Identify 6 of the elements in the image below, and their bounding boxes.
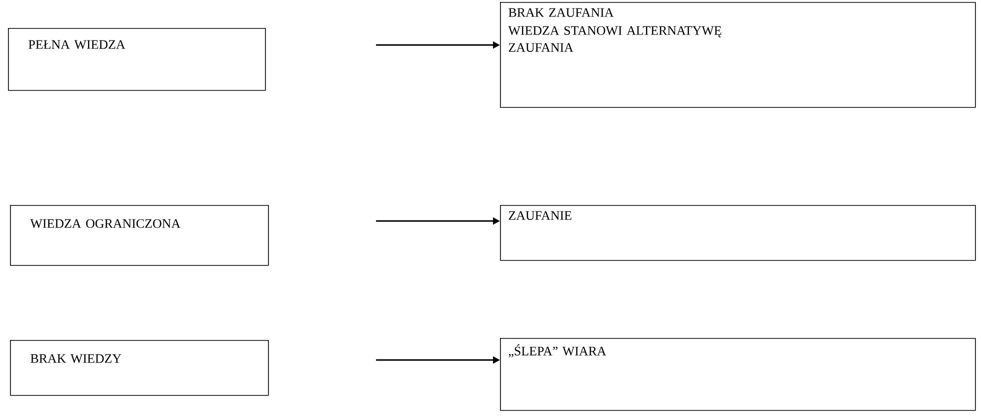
text-box: PEŁNA WIEDZA [8, 28, 266, 91]
text-box: BRAK WIEDZY [10, 340, 269, 396]
text-box: ZAUFANIE [500, 205, 976, 261]
text-box: BRAK ZAUFANIA WIEDZA STANOWI ALTERNATYWĘ ZAUFANIA [500, 2, 976, 108]
text-box: „ŚLEPA” WIARA [500, 338, 976, 411]
text-box: WIEDZA OGRANICZONA [10, 205, 269, 266]
